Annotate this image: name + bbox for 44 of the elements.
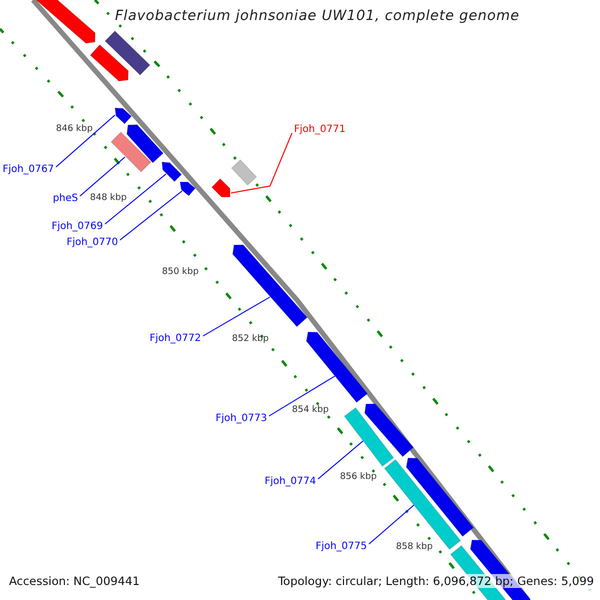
gene-feature bbox=[232, 244, 308, 328]
summary-text: Topology: circular; Length: 6,096,872 bp; Genes: 5,099 bbox=[278, 574, 594, 588]
scale-label: 852 kbp bbox=[232, 333, 269, 346]
gene-label: Fjoh_0771 bbox=[294, 123, 346, 137]
accession-text: Accession: NC_009441 bbox=[9, 574, 140, 588]
gene-label: Fjoh_0773 bbox=[216, 412, 267, 426]
gene-label: Fjoh_0770 bbox=[66, 236, 118, 250]
gene-label: Fjoh_0774 bbox=[264, 475, 316, 489]
scale-label: 856 kbp bbox=[340, 471, 377, 484]
leader-line bbox=[56, 114, 116, 168]
scale-label: 850 kbp bbox=[162, 266, 199, 279]
leader-line bbox=[120, 190, 182, 240]
gene-feature bbox=[34, 0, 96, 44]
gene-feature bbox=[110, 132, 152, 172]
gene-feature bbox=[211, 178, 230, 198]
gene-feature bbox=[162, 162, 182, 182]
gene-feature bbox=[114, 108, 132, 124]
scale-label: 854 kbp bbox=[292, 404, 329, 417]
gene-feature bbox=[406, 458, 474, 537]
leader-line bbox=[368, 504, 414, 544]
scale-label: 848 kbp bbox=[90, 192, 127, 205]
leader-line bbox=[104, 174, 166, 224]
leader-line bbox=[318, 440, 364, 480]
gene-label: Fjoh_0767 bbox=[2, 163, 54, 177]
gene-feature bbox=[384, 459, 462, 550]
leader-line bbox=[80, 156, 126, 196]
title: Flavobacterium johnsoniae UW101, complete genome bbox=[115, 9, 520, 23]
gene-feature bbox=[344, 407, 394, 467]
scale-label: 858 kbp bbox=[396, 541, 433, 554]
gene-label: Fjoh_0775 bbox=[316, 540, 367, 554]
gene-feature bbox=[180, 182, 196, 196]
leader-line bbox=[230, 132, 292, 194]
gene-label: pheS bbox=[52, 192, 78, 206]
gene-feature bbox=[306, 332, 368, 403]
gene-feature bbox=[231, 159, 257, 186]
leader-line bbox=[202, 296, 270, 336]
leader-line bbox=[268, 376, 336, 416]
gene-feature bbox=[104, 30, 150, 76]
gene-feature bbox=[90, 44, 129, 82]
gene-feature bbox=[126, 124, 164, 164]
gene-label: Fjoh_0769 bbox=[52, 220, 103, 234]
scale-label: 846 kbp bbox=[56, 123, 93, 136]
gene-feature bbox=[364, 404, 414, 458]
gene-label: Fjoh_0772 bbox=[150, 332, 201, 346]
